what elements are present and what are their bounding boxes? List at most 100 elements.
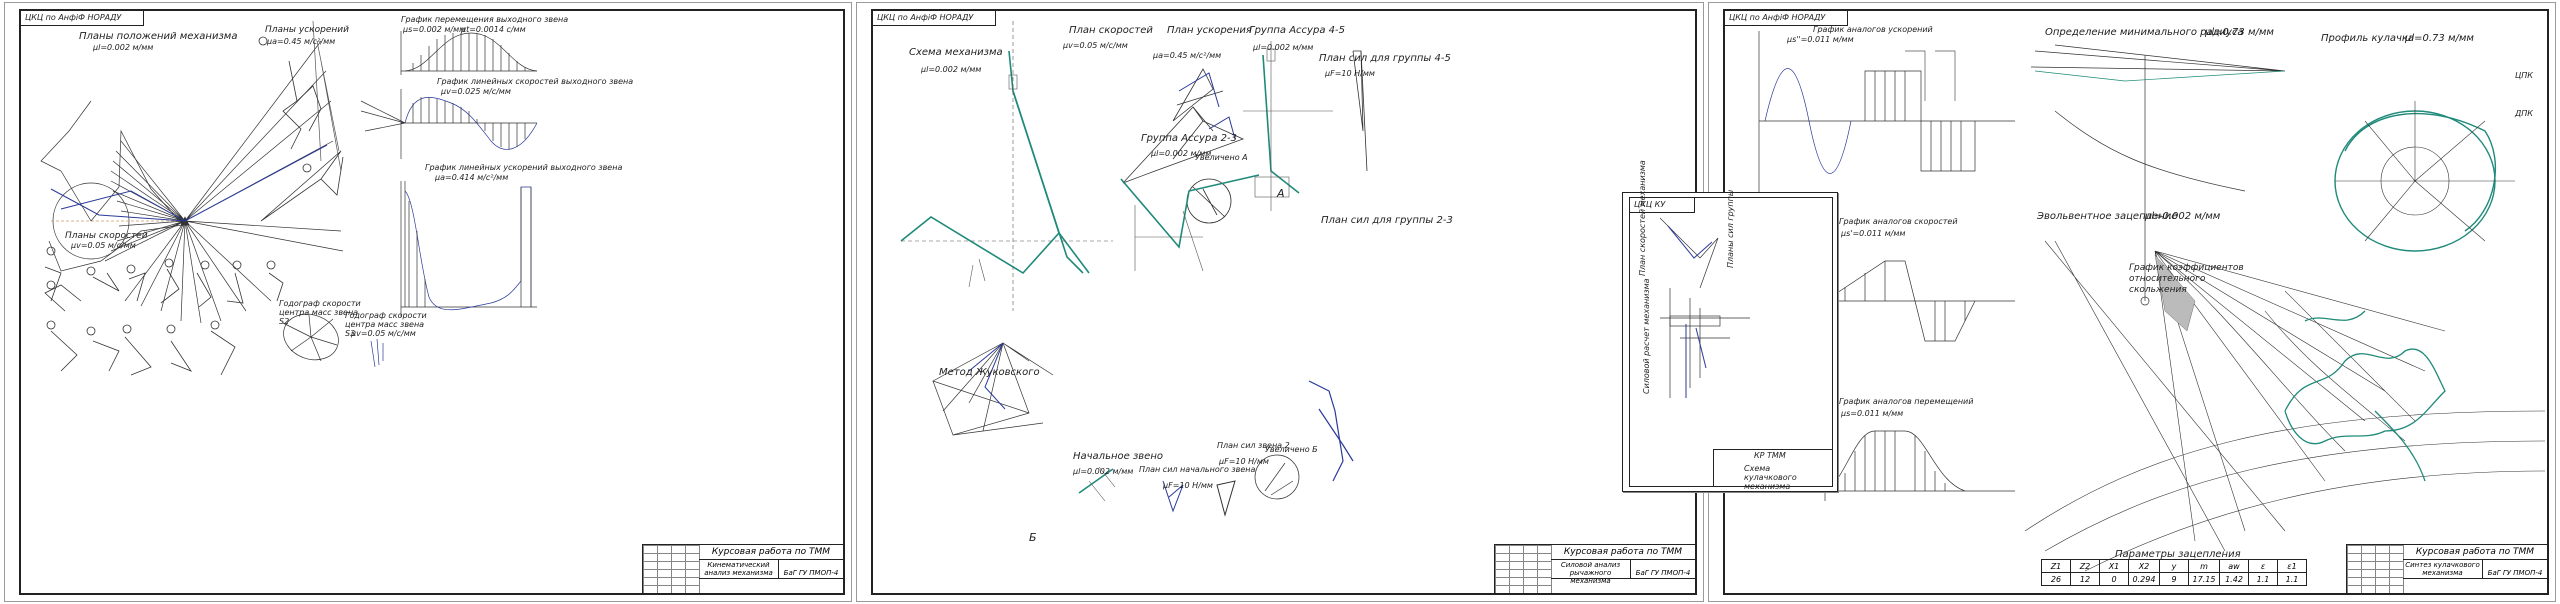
finit-title: План сил начального звена bbox=[1139, 465, 1256, 474]
table-cell: 1.1 bbox=[2277, 572, 2307, 586]
acc-scale: μa=0.414 м/с²/мм bbox=[435, 173, 509, 182]
hodograph-scale: μv=0.05 м/с/мм bbox=[351, 329, 416, 338]
overlay-stamp: ЦКЦ КУ bbox=[1630, 198, 1695, 213]
disp-graph-title: График перемещения выходного звена bbox=[401, 15, 569, 24]
disp-graph bbox=[400, 31, 538, 75]
zoom-a-title: Увеличено А bbox=[1195, 153, 1248, 162]
gear-teeth bbox=[2284, 310, 2446, 482]
positions-plan bbox=[40, 20, 344, 324]
table-header-cell: Z2 bbox=[2070, 559, 2100, 573]
vel-scale: μv=0.025 м/с/мм bbox=[441, 87, 511, 96]
group-45 bbox=[1262, 54, 1300, 194]
drawing-sheet-2: ЦКЦ по АнфiФ НОРАДУ bbox=[856, 2, 1704, 602]
gear-construction bbox=[2024, 240, 2546, 572]
table-cell: 0.294 bbox=[2128, 572, 2160, 586]
slip-title: График коэффициентов относительного скол… bbox=[2129, 263, 2244, 295]
g3-title: График аналогов перемещений bbox=[1839, 397, 1974, 406]
mechanism-scheme bbox=[900, 50, 1090, 275]
table-header-cell: m bbox=[2188, 559, 2220, 573]
g2-title: График аналогов скоростей bbox=[1839, 217, 1958, 226]
vel-plans-scale: μv=0.05 м/с/мм bbox=[71, 241, 136, 250]
overlay-sheet[interactable]: ЦКЦ КУ План скоростей механизма Планы си… bbox=[1622, 160, 1838, 492]
forces23-title: План сил для группы 2-3 bbox=[1321, 215, 1453, 226]
table-cell: 0 bbox=[2099, 572, 2129, 586]
min-radius bbox=[2030, 44, 2286, 306]
rmin-title: Определение минимального радиуса bbox=[2045, 27, 2244, 38]
analog-accel-graph bbox=[1758, 31, 2015, 201]
title-block-subtitle: Кинематический анализ механизма bbox=[699, 559, 779, 579]
kinematics-drawing bbox=[40, 20, 538, 376]
rmin-scale: μl=0.73 м/мм bbox=[2205, 27, 2274, 38]
f2-scale: μF=10 Н/мм bbox=[1219, 457, 1269, 466]
g2-scale: μs'=0.011 м/мм bbox=[1841, 229, 1906, 238]
group45-title: Группа Ассура 4-5 bbox=[1249, 25, 1345, 36]
scheme-construction bbox=[901, 21, 1113, 311]
zoom-a bbox=[1186, 178, 1232, 224]
title-block-grid bbox=[643, 545, 700, 593]
group-45-construction bbox=[1243, 41, 1333, 211]
sheet-frame: ЦКЦ по АнфiФ НОРАДУ bbox=[19, 9, 845, 595]
corner-stamp: ЦКЦ по АнфiФ НОРАДУ bbox=[21, 11, 144, 26]
velocity-plan-accent bbox=[1178, 72, 1220, 108]
group-23-construction bbox=[1134, 205, 1204, 272]
overlay-label-3: Силовой расчет механизма bbox=[1642, 278, 1651, 394]
corner-stamp: ЦКЦ по АнфiФ НОРАДУ bbox=[1725, 11, 1848, 26]
drawing-sheet-3: ЦКЦ по АнфiФ НОРАДУ bbox=[1708, 2, 2556, 602]
scheme-title: Схема механизма bbox=[909, 47, 1003, 58]
overlay-lines bbox=[1659, 217, 1750, 398]
table-header-cell: Z1 bbox=[2041, 559, 2071, 573]
force-plan-2 bbox=[1216, 480, 1236, 517]
zoom-b bbox=[1254, 454, 1300, 500]
hodographs bbox=[282, 313, 384, 368]
drawing-sheet-1: ЦКЦ по АнфiФ НОРАДУ bbox=[4, 2, 852, 602]
group45-scale: μl=0.002 м/мм bbox=[1253, 43, 1314, 52]
corner-stamp: ЦКЦ по АнфiФ НОРАДУ bbox=[873, 11, 996, 26]
mark-a: А bbox=[1277, 187, 1285, 200]
forces-45 bbox=[1352, 50, 1368, 172]
velocity-plans bbox=[44, 246, 284, 376]
positions-title: Планы положений механизма bbox=[79, 31, 238, 42]
slip-shading bbox=[2154, 254, 2196, 332]
vel-graph-title: График линейных скоростей выходного звен… bbox=[437, 77, 634, 86]
vel-graph bbox=[360, 89, 538, 159]
table-row: 26 12 0 0.294 9 17.15 1.42 1.1 1.1 bbox=[2041, 572, 2307, 586]
forces45-title: План сил для группы 4-5 bbox=[1319, 53, 1451, 64]
title-block-title: Курсовая работа по ТММ bbox=[699, 545, 843, 560]
scheme-scale: μl=0.002 м/мм bbox=[921, 65, 982, 74]
gear-params-table: Z1 Z2 X1 X2 y m aw ε ε1 26 12 0 0.294 9 … bbox=[2041, 559, 2307, 586]
vplan-title: План скоростей bbox=[1069, 25, 1153, 36]
profile-scale: μl=0.73 м/мм bbox=[2405, 33, 2474, 44]
title-block: Курсовая работа по ТММ Силовой анализ ры… bbox=[1494, 544, 1695, 593]
profile-title: Профиль кулачка bbox=[2321, 33, 2415, 44]
title-block-grid bbox=[1495, 545, 1552, 593]
table-header-cell: y bbox=[2159, 559, 2189, 573]
table-header-cell: X2 bbox=[2128, 559, 2160, 573]
title-block-code: БаГ ГУ ПМОП-4 bbox=[1635, 569, 1691, 577]
title-block-grid bbox=[2347, 545, 2404, 593]
positions-highlight bbox=[50, 144, 328, 222]
group23-title: Группа Ассура 2-3 bbox=[1141, 133, 1237, 144]
accel-plans bbox=[258, 36, 344, 222]
title-block-footer bbox=[699, 578, 843, 593]
force-analysis-drawing bbox=[900, 21, 1368, 517]
group-23 bbox=[1120, 174, 1260, 249]
accel-title: Планы ускорений bbox=[265, 25, 349, 35]
overlay-title-block: КР ТММ Схема кулачкового механизма bbox=[1713, 449, 1832, 491]
table-cell: 12 bbox=[2070, 572, 2100, 586]
right-group bbox=[1308, 380, 1354, 482]
title-block-footer bbox=[1551, 578, 1695, 593]
table-cell: 1.1 bbox=[2248, 572, 2278, 586]
accel-scale: μa=0.45 м/с²/мм bbox=[267, 37, 336, 46]
positions-scale: μl=0.002 м/мм bbox=[93, 43, 154, 52]
overlay-label-1: План скоростей механизма bbox=[1638, 160, 1647, 276]
acc-graph-title: График линейных ускорений выходного звен… bbox=[425, 163, 623, 172]
gear-scale: μl=0.002 м/мм bbox=[2145, 211, 2221, 222]
table-cell: 9 bbox=[2159, 572, 2189, 586]
pw-label: ДПК bbox=[2515, 109, 2533, 118]
disp-scale-a: μs=0.002 м/мм bbox=[403, 25, 466, 34]
hodograph2-title: Годограф скорости центра масс звена S3 bbox=[345, 311, 427, 338]
velocity-plan bbox=[1172, 68, 1224, 122]
aplan-title: План ускорения bbox=[1167, 25, 1252, 36]
cam-gear-drawing bbox=[1758, 31, 2546, 572]
g1-scale: μs''=0.011 м/мм bbox=[1787, 35, 1854, 44]
